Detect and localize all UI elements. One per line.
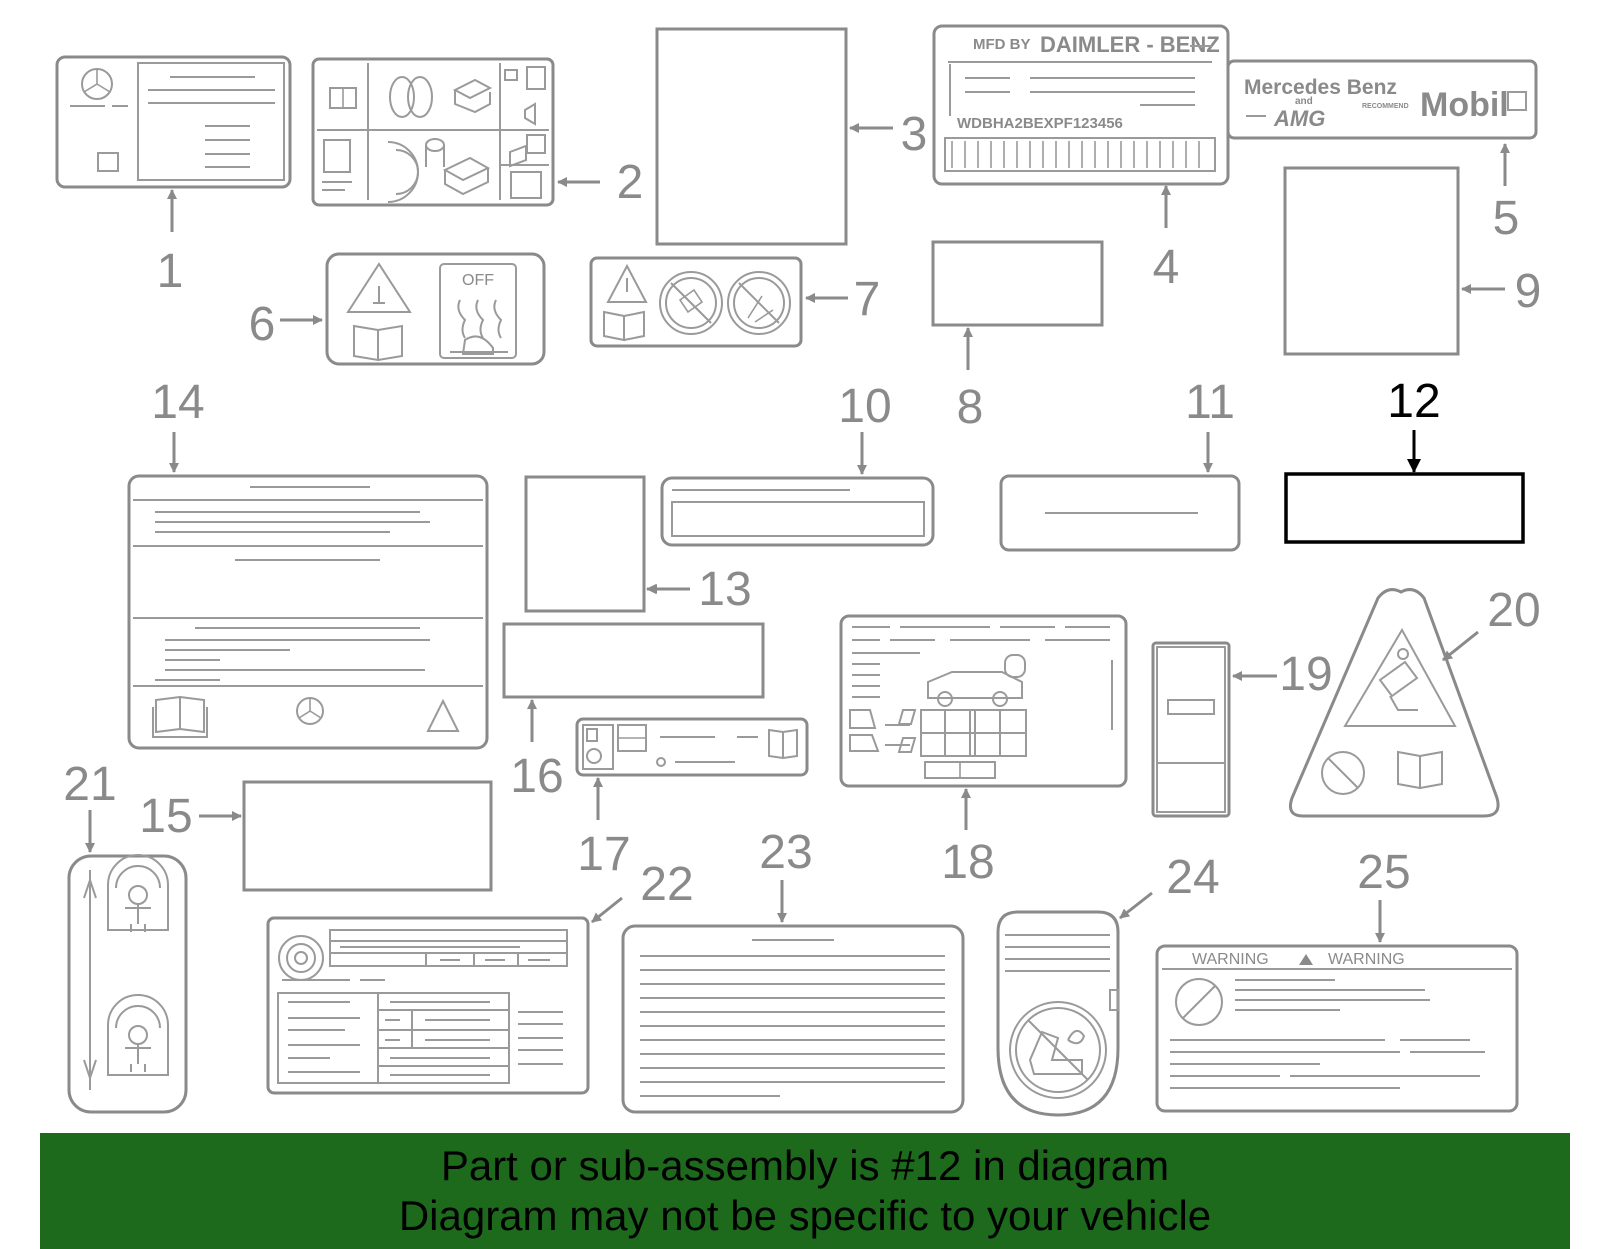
- maker-text: DAIMLER - BENZ: [1040, 32, 1220, 57]
- label-22[interactable]: [266, 916, 590, 1095]
- part-info-banner: Part or sub-assembly is #12 in diagram D…: [40, 1133, 1570, 1249]
- callout-18: 18: [941, 836, 994, 889]
- label-23[interactable]: [621, 924, 965, 1114]
- label-6[interactable]: OFF: [325, 252, 546, 366]
- label-8[interactable]: [931, 240, 1104, 327]
- label-2[interactable]: [311, 57, 555, 207]
- warning-left-text: WARNING: [1192, 951, 1269, 968]
- label-20[interactable]: [1288, 588, 1500, 818]
- callout-11: 11: [1185, 376, 1235, 429]
- callout-15: 15: [139, 790, 192, 843]
- leader-arrows: [85, 123, 1510, 943]
- callout-10: 10: [838, 380, 891, 433]
- label-17[interactable]: [575, 717, 809, 777]
- mfd-by-text: MFD BY: [973, 36, 1031, 53]
- callout-19: 19: [1279, 648, 1332, 701]
- banner-line-1: Part or sub-assembly is #12 in diagram: [440, 1142, 1170, 1189]
- label-12[interactable]: [1284, 472, 1525, 544]
- callout-22: 22: [640, 858, 693, 911]
- callout-2: 2: [617, 156, 644, 209]
- callout-12: 12: [1387, 375, 1440, 428]
- callout-3: 3: [901, 108, 928, 161]
- label-18[interactable]: [839, 614, 1128, 788]
- label-4[interactable]: MFD BY DAIMLER - BENZ WDBHA2BEXPF123456: [932, 24, 1230, 186]
- callout-7: 7: [854, 273, 881, 326]
- callout-14: 14: [151, 376, 204, 429]
- label-1[interactable]: [55, 55, 292, 189]
- brand-text: Mercedes Benz: [1244, 76, 1397, 99]
- callout-24: 24: [1166, 851, 1219, 904]
- mobil-text: Mobil: [1420, 86, 1509, 124]
- callout-13: 13: [698, 563, 751, 616]
- callout-9: 9: [1515, 265, 1542, 318]
- label-7[interactable]: [589, 256, 803, 348]
- label-16[interactable]: [502, 622, 765, 699]
- amg-text: AMG: [1273, 106, 1325, 131]
- label-13[interactable]: [524, 475, 646, 613]
- label-25[interactable]: WARNING WARNING: [1155, 944, 1519, 1113]
- callout-17: 17: [577, 828, 630, 881]
- callout-4: 4: [1153, 241, 1180, 294]
- callout-1: 1: [157, 245, 184, 298]
- callout-20: 20: [1487, 584, 1540, 637]
- callout-16: 16: [510, 750, 563, 803]
- label-10[interactable]: [660, 476, 935, 547]
- banner-line-2: Diagram may not be specific to your vehi…: [398, 1192, 1212, 1239]
- label-24[interactable]: [996, 910, 1120, 1117]
- callout-6: 6: [249, 298, 276, 351]
- vin-text: WDBHA2BEXPF123456: [957, 115, 1123, 132]
- callout-21: 21: [63, 758, 116, 811]
- warning-right-text: WARNING: [1328, 951, 1405, 968]
- label-19[interactable]: [1151, 641, 1231, 818]
- callout-8: 8: [957, 381, 984, 434]
- callout-numbers: 1 2 3 4 5 6 7 8 9 10 11 12 13 14 15 16 1…: [63, 108, 1541, 911]
- label-11[interactable]: [999, 474, 1241, 552]
- off-text: OFF: [462, 272, 494, 289]
- callout-23: 23: [759, 826, 812, 879]
- label-15[interactable]: [242, 780, 493, 892]
- callout-25: 25: [1357, 846, 1410, 899]
- label-9[interactable]: [1283, 166, 1460, 356]
- recommend-text: RECOMMEND: [1362, 103, 1409, 110]
- label-14[interactable]: [127, 474, 489, 750]
- callout-5: 5: [1493, 192, 1520, 245]
- label-21[interactable]: [67, 854, 188, 1114]
- label-3[interactable]: [655, 27, 848, 246]
- and-text: and: [1295, 96, 1313, 107]
- label-5[interactable]: Mercedes Benz and AMG RECOMMEND Mobil: [1226, 59, 1538, 140]
